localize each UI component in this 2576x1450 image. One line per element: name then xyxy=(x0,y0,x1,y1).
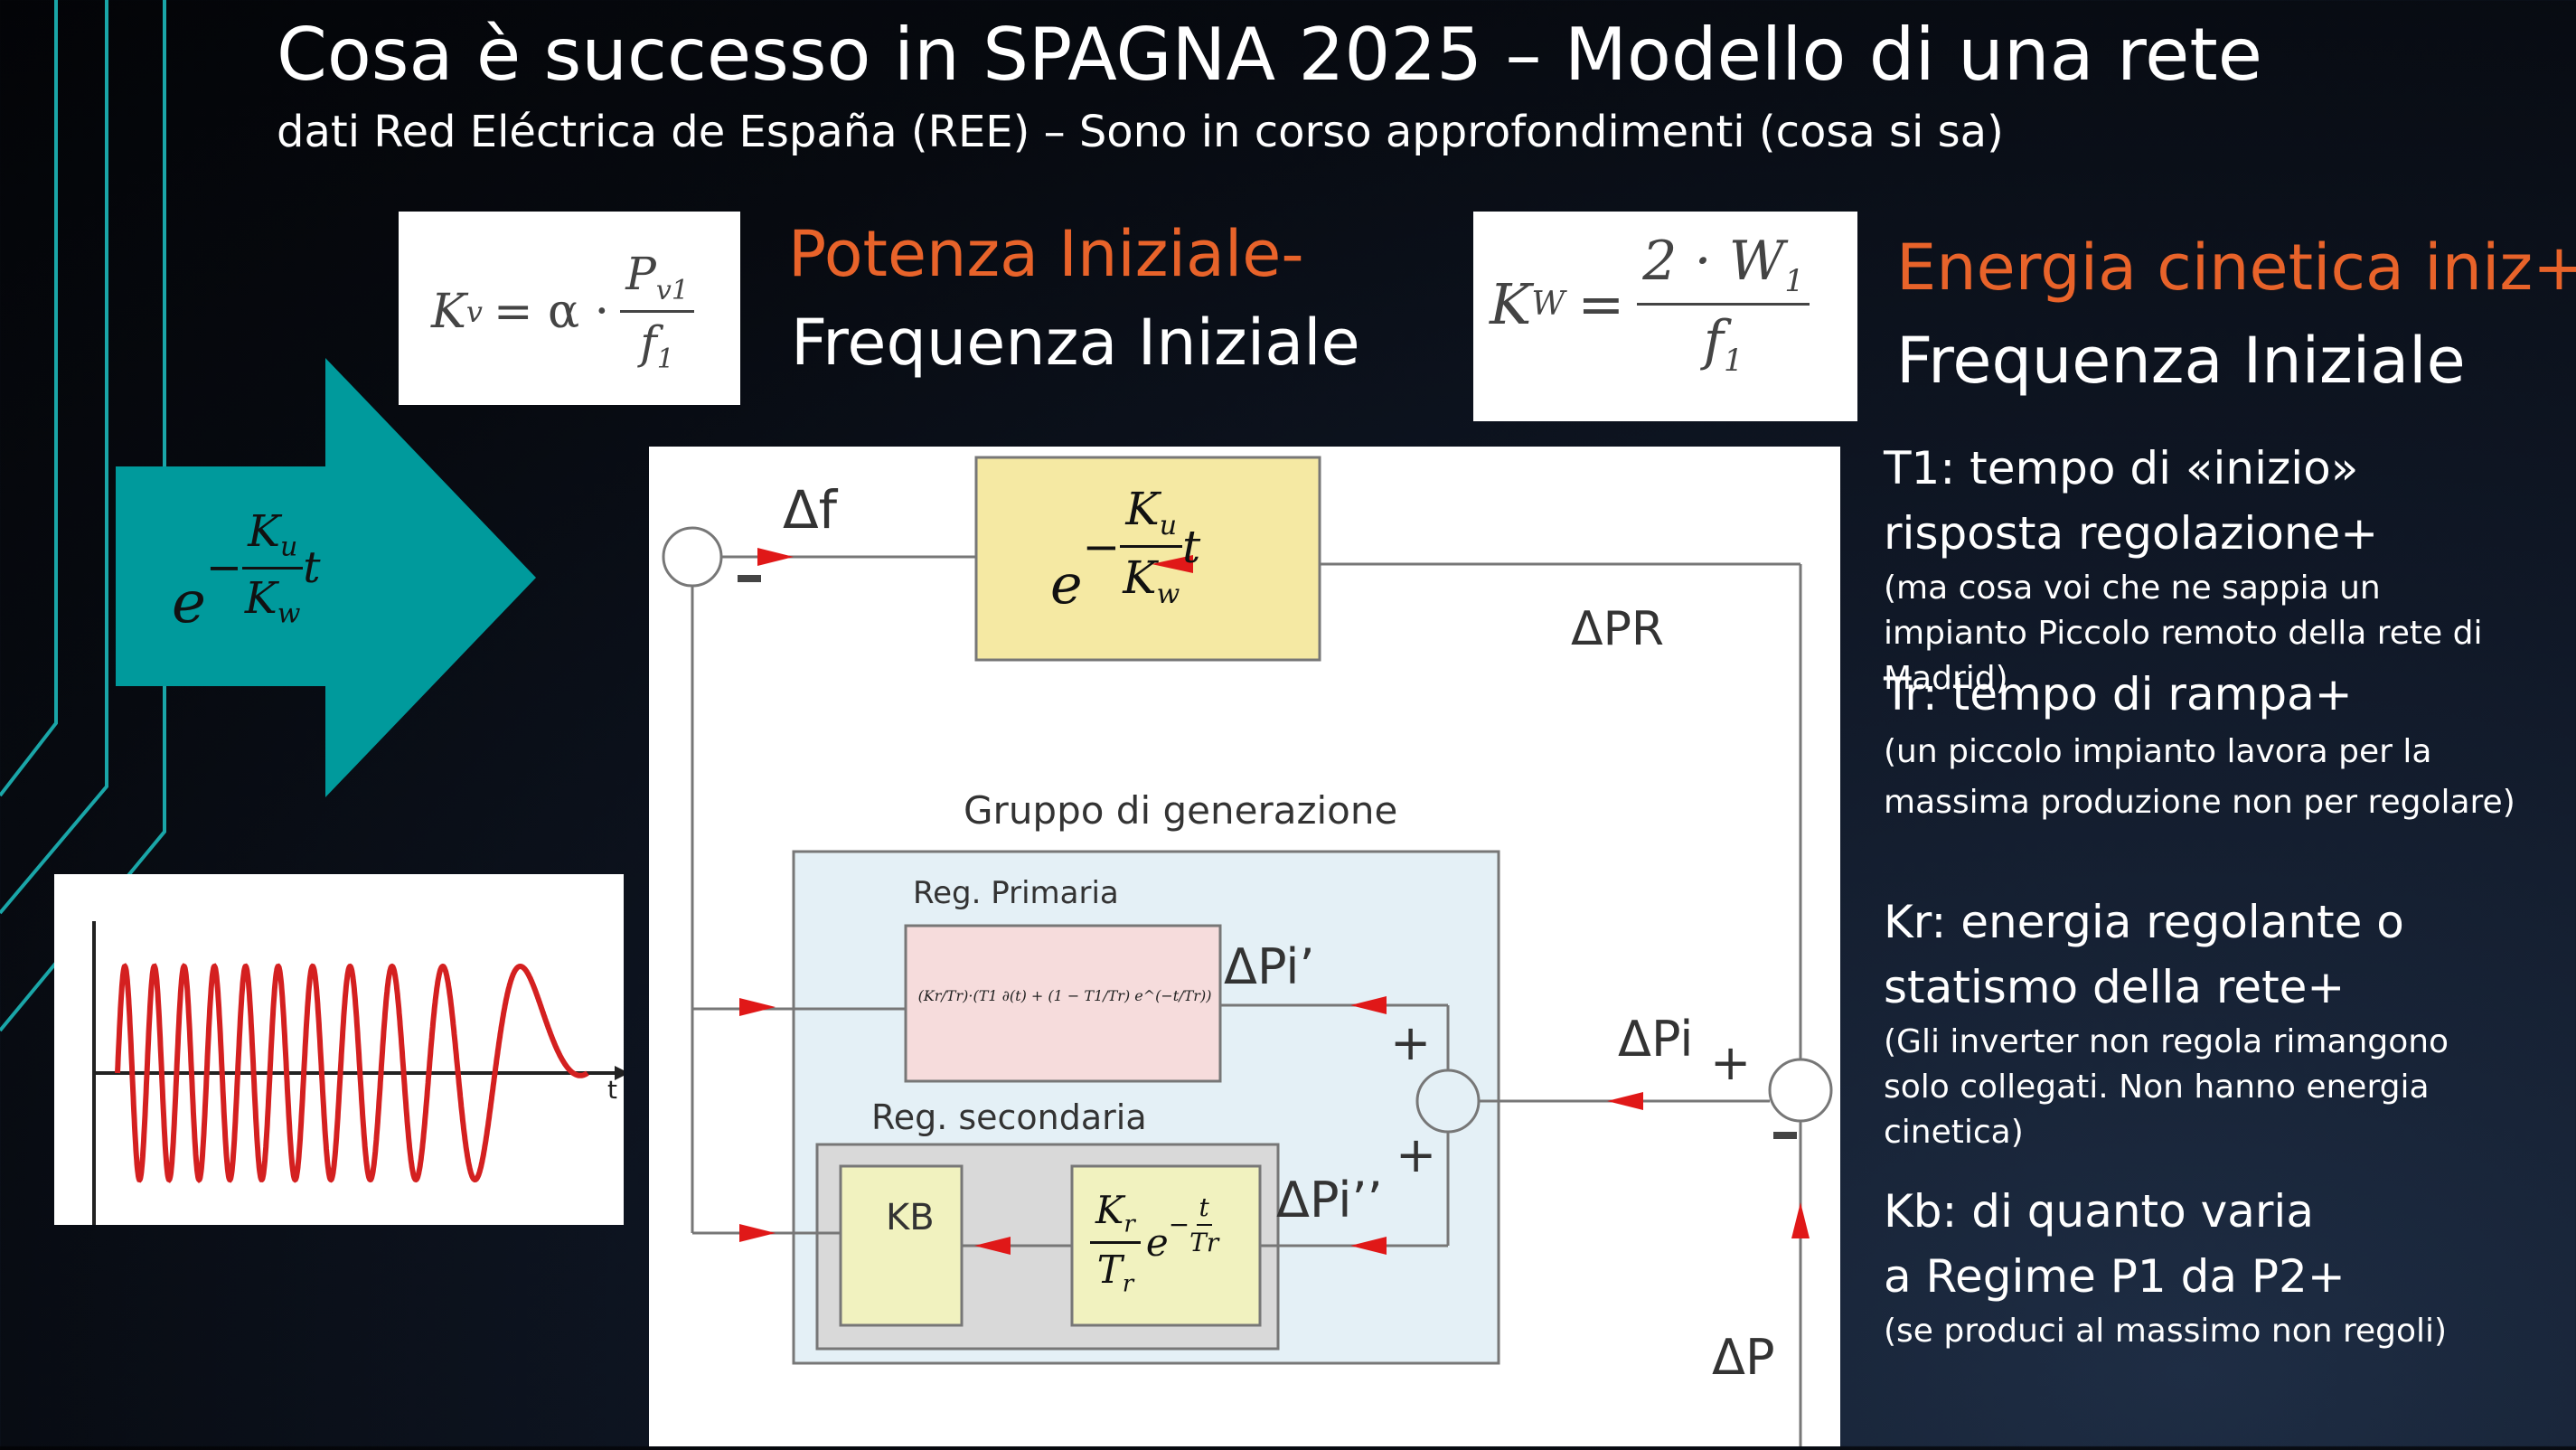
page-title: Cosa è successo in SPAGNA 2025 – Modello… xyxy=(277,13,2262,97)
plus-primary: + xyxy=(1390,1014,1432,1071)
kb-label: KB xyxy=(886,1197,935,1238)
energia-title: Energia cinetica iniz+. xyxy=(1896,231,2576,305)
arrow-to-kb xyxy=(739,1224,776,1242)
arrow-kb-to-secondary xyxy=(974,1237,1011,1255)
chirp-svg xyxy=(92,921,629,1225)
minus-left xyxy=(738,575,761,582)
delta-pr-label: ΔPR xyxy=(1571,602,1665,656)
chirp-plot: t xyxy=(54,874,629,1225)
arrow-secondary-out xyxy=(1350,1237,1387,1255)
plus-secondary: + xyxy=(1396,1126,1437,1183)
yellow-block xyxy=(974,456,1321,662)
note-tr-detail: (un piccolo impianto lavora per la massi… xyxy=(1884,733,2515,821)
summing-junction-left xyxy=(662,526,723,588)
reg-secondaria-label: Reg. secondaria xyxy=(871,1097,1147,1137)
note-kr: Kr: energia regolante o statismo della r… xyxy=(1884,890,2571,1179)
primary-formula: (Kr/Tr)·(T1 ∂(t) + (1 − T1/Tr) e^(−t/Tr)… xyxy=(917,987,1212,1004)
energia-subtitle: Frequenza Iniziale xyxy=(1896,324,2466,398)
reg-primaria-label: Reg. Primaria xyxy=(913,875,1119,911)
chirp-axis-label: t xyxy=(607,1075,617,1105)
note-kb-title: Kb: di quanto varia a Regime P1 da P2+ xyxy=(1884,1185,2346,1303)
diagram-svg xyxy=(662,456,1833,1446)
note-t1-title: T1: tempo di «inizio» risposta regolazio… xyxy=(1884,442,2379,560)
chirp-x-arrowhead xyxy=(615,1066,629,1080)
summing-junction-right xyxy=(1768,1058,1833,1123)
potenza-title: Potenza Iniziale- xyxy=(788,217,1304,291)
teal-arrow xyxy=(116,358,536,797)
plus-right: + xyxy=(1710,1034,1752,1091)
page-subtitle: dati Red Eléctrica de España (REE) – Son… xyxy=(277,107,2004,157)
yellow-block-formula: e − Ku Kw t xyxy=(1050,483,1201,617)
potenza-subtitle: Frequenza Iniziale xyxy=(791,306,1360,380)
arrow-to-primary xyxy=(739,998,776,1016)
arrow-primary-out xyxy=(1350,996,1387,1014)
delta-p-label: ΔP xyxy=(1712,1329,1775,1386)
arrow-delta-f xyxy=(757,548,794,566)
note-tr-title: Tr: tempo di rampa+ xyxy=(1884,668,2353,720)
chirp-wave xyxy=(115,963,589,1183)
delta-f-label: Δf xyxy=(783,479,838,541)
delta-pi-second-label: ΔPi’’ xyxy=(1276,1172,1383,1229)
pink-block xyxy=(904,924,1222,1083)
arrow-formula: e − Ku Kw t xyxy=(172,506,321,636)
gruppo-label: Gruppo di generazione xyxy=(964,788,1398,833)
minus-right xyxy=(1773,1132,1797,1139)
arrow-delta-pr xyxy=(1152,555,1193,573)
delta-pi-label: ΔPi xyxy=(1618,1011,1694,1068)
note-tr: Tr: tempo di rampa+ (un piccolo impianto… xyxy=(1884,662,2571,890)
arrow-delta-pi xyxy=(1607,1092,1643,1110)
notes-panel: T1: tempo di «inizio» risposta regolazio… xyxy=(1884,436,2571,1354)
arrow-delta-p xyxy=(1791,1202,1810,1238)
note-kr-title: Kr: energia regolante o statismo della r… xyxy=(1884,896,2404,1013)
block-diagram: Δf ΔPR Gruppo di generazione Reg. Primar… xyxy=(649,447,1840,1446)
secondary-formula: Kr Tr e − t Tr xyxy=(1090,1188,1218,1298)
note-t1-detail: (ma cosa voi che ne sappia un impianto P… xyxy=(1884,570,2483,697)
delta-pi-prime-label: ΔPi’ xyxy=(1224,938,1315,995)
note-kr-detail: (Gli inverter non regola rimangono solo … xyxy=(1884,1023,2449,1151)
note-t1: T1: tempo di «inizio» risposta regolazio… xyxy=(1884,436,2571,697)
secondary-block xyxy=(1070,1164,1262,1327)
note-kb-detail: (se produci al massimo non regoli) xyxy=(1884,1313,2448,1350)
kb-block xyxy=(839,1164,964,1327)
note-kb: Kb: di quanto varia a Regime P1 da P2+ (… xyxy=(1884,1179,2571,1354)
